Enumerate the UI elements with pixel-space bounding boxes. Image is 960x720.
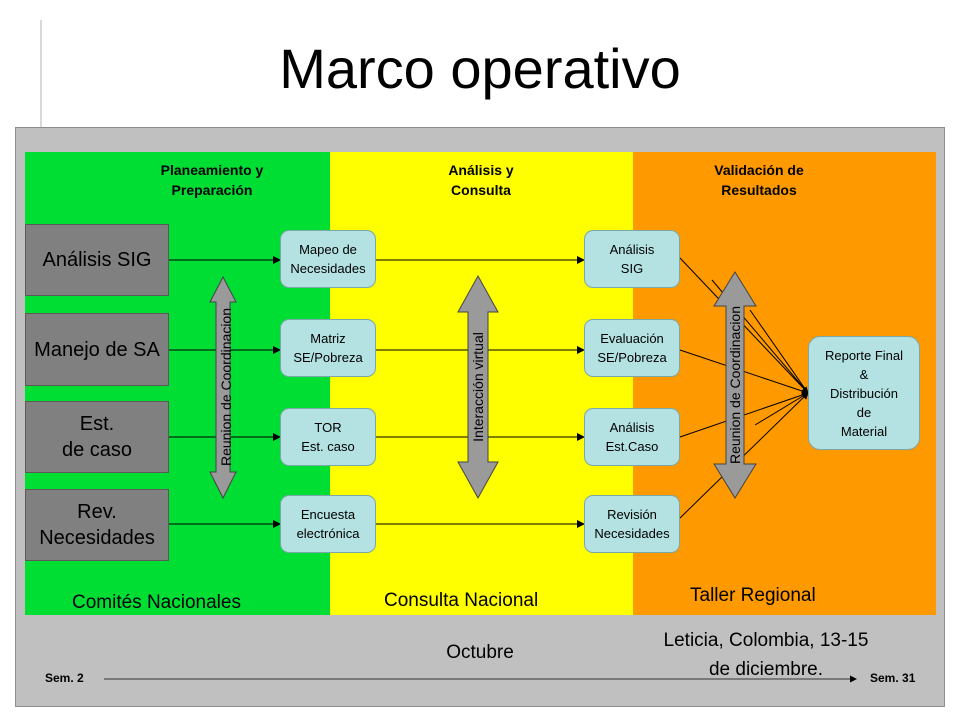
prep-box-mapping: Mapeo de Necesidades bbox=[280, 230, 376, 288]
input-box-needs: Rev. Necesidades bbox=[25, 489, 169, 561]
connector-line bbox=[749, 309, 809, 394]
input-box-sig: Análisis SIG bbox=[25, 224, 169, 296]
input-box-case: Est. de caso bbox=[25, 401, 169, 473]
double-arrow-coordination-2 bbox=[713, 271, 757, 499]
timeline-location: Leticia, Colombia, 13-15 de diciembre. bbox=[663, 630, 869, 680]
final-report-box: Reporte Final & Distribución de Material bbox=[808, 336, 920, 450]
phase-analysis-label: Análisis y Consulta bbox=[448, 162, 514, 198]
timeline-end: Sem. 31 bbox=[870, 671, 916, 685]
double-arrow-coordination-1 bbox=[209, 275, 237, 500]
virtual-interaction-label: Interacción virtual bbox=[470, 332, 486, 442]
zone-label-committees: Comités Nacionales bbox=[72, 592, 241, 613]
decorative-divider bbox=[40, 20, 42, 130]
prep-box-survey: Encuesta electrónica bbox=[280, 495, 376, 553]
coordination-label-1: Reunion de Coordinacion bbox=[218, 308, 234, 466]
connector-line bbox=[754, 392, 809, 426]
page-title: Marco operativo bbox=[279, 37, 681, 100]
coordination-label-2: Reunion de Coordinacion bbox=[727, 306, 743, 464]
analysis-box-case: Análisis Est.Caso bbox=[584, 408, 680, 466]
double-arrow-virtual bbox=[457, 274, 499, 500]
input-box-sa: Manejo de SA bbox=[25, 313, 169, 386]
phase-validation-label: Validación de Resultados bbox=[714, 162, 804, 198]
zone-label-workshop: Taller Regional bbox=[690, 585, 816, 606]
prep-box-tor: TOR Est. caso bbox=[280, 408, 376, 466]
analysis-box-sig: Análisis SIG bbox=[584, 230, 680, 288]
phase-planning-label: Planeamiento y Preparación bbox=[160, 162, 264, 198]
zone-label-consultation: Consulta Nacional bbox=[384, 590, 539, 611]
timeline-start: Sem. 2 bbox=[45, 671, 84, 685]
analysis-box-needs: Revisión Necesidades bbox=[584, 495, 680, 553]
analysis-box-evaluation: Evaluación SE/Pobreza bbox=[584, 319, 680, 377]
prep-box-matrix: Matriz SE/Pobreza bbox=[280, 319, 376, 377]
timeline-month: Octubre bbox=[446, 642, 514, 663]
